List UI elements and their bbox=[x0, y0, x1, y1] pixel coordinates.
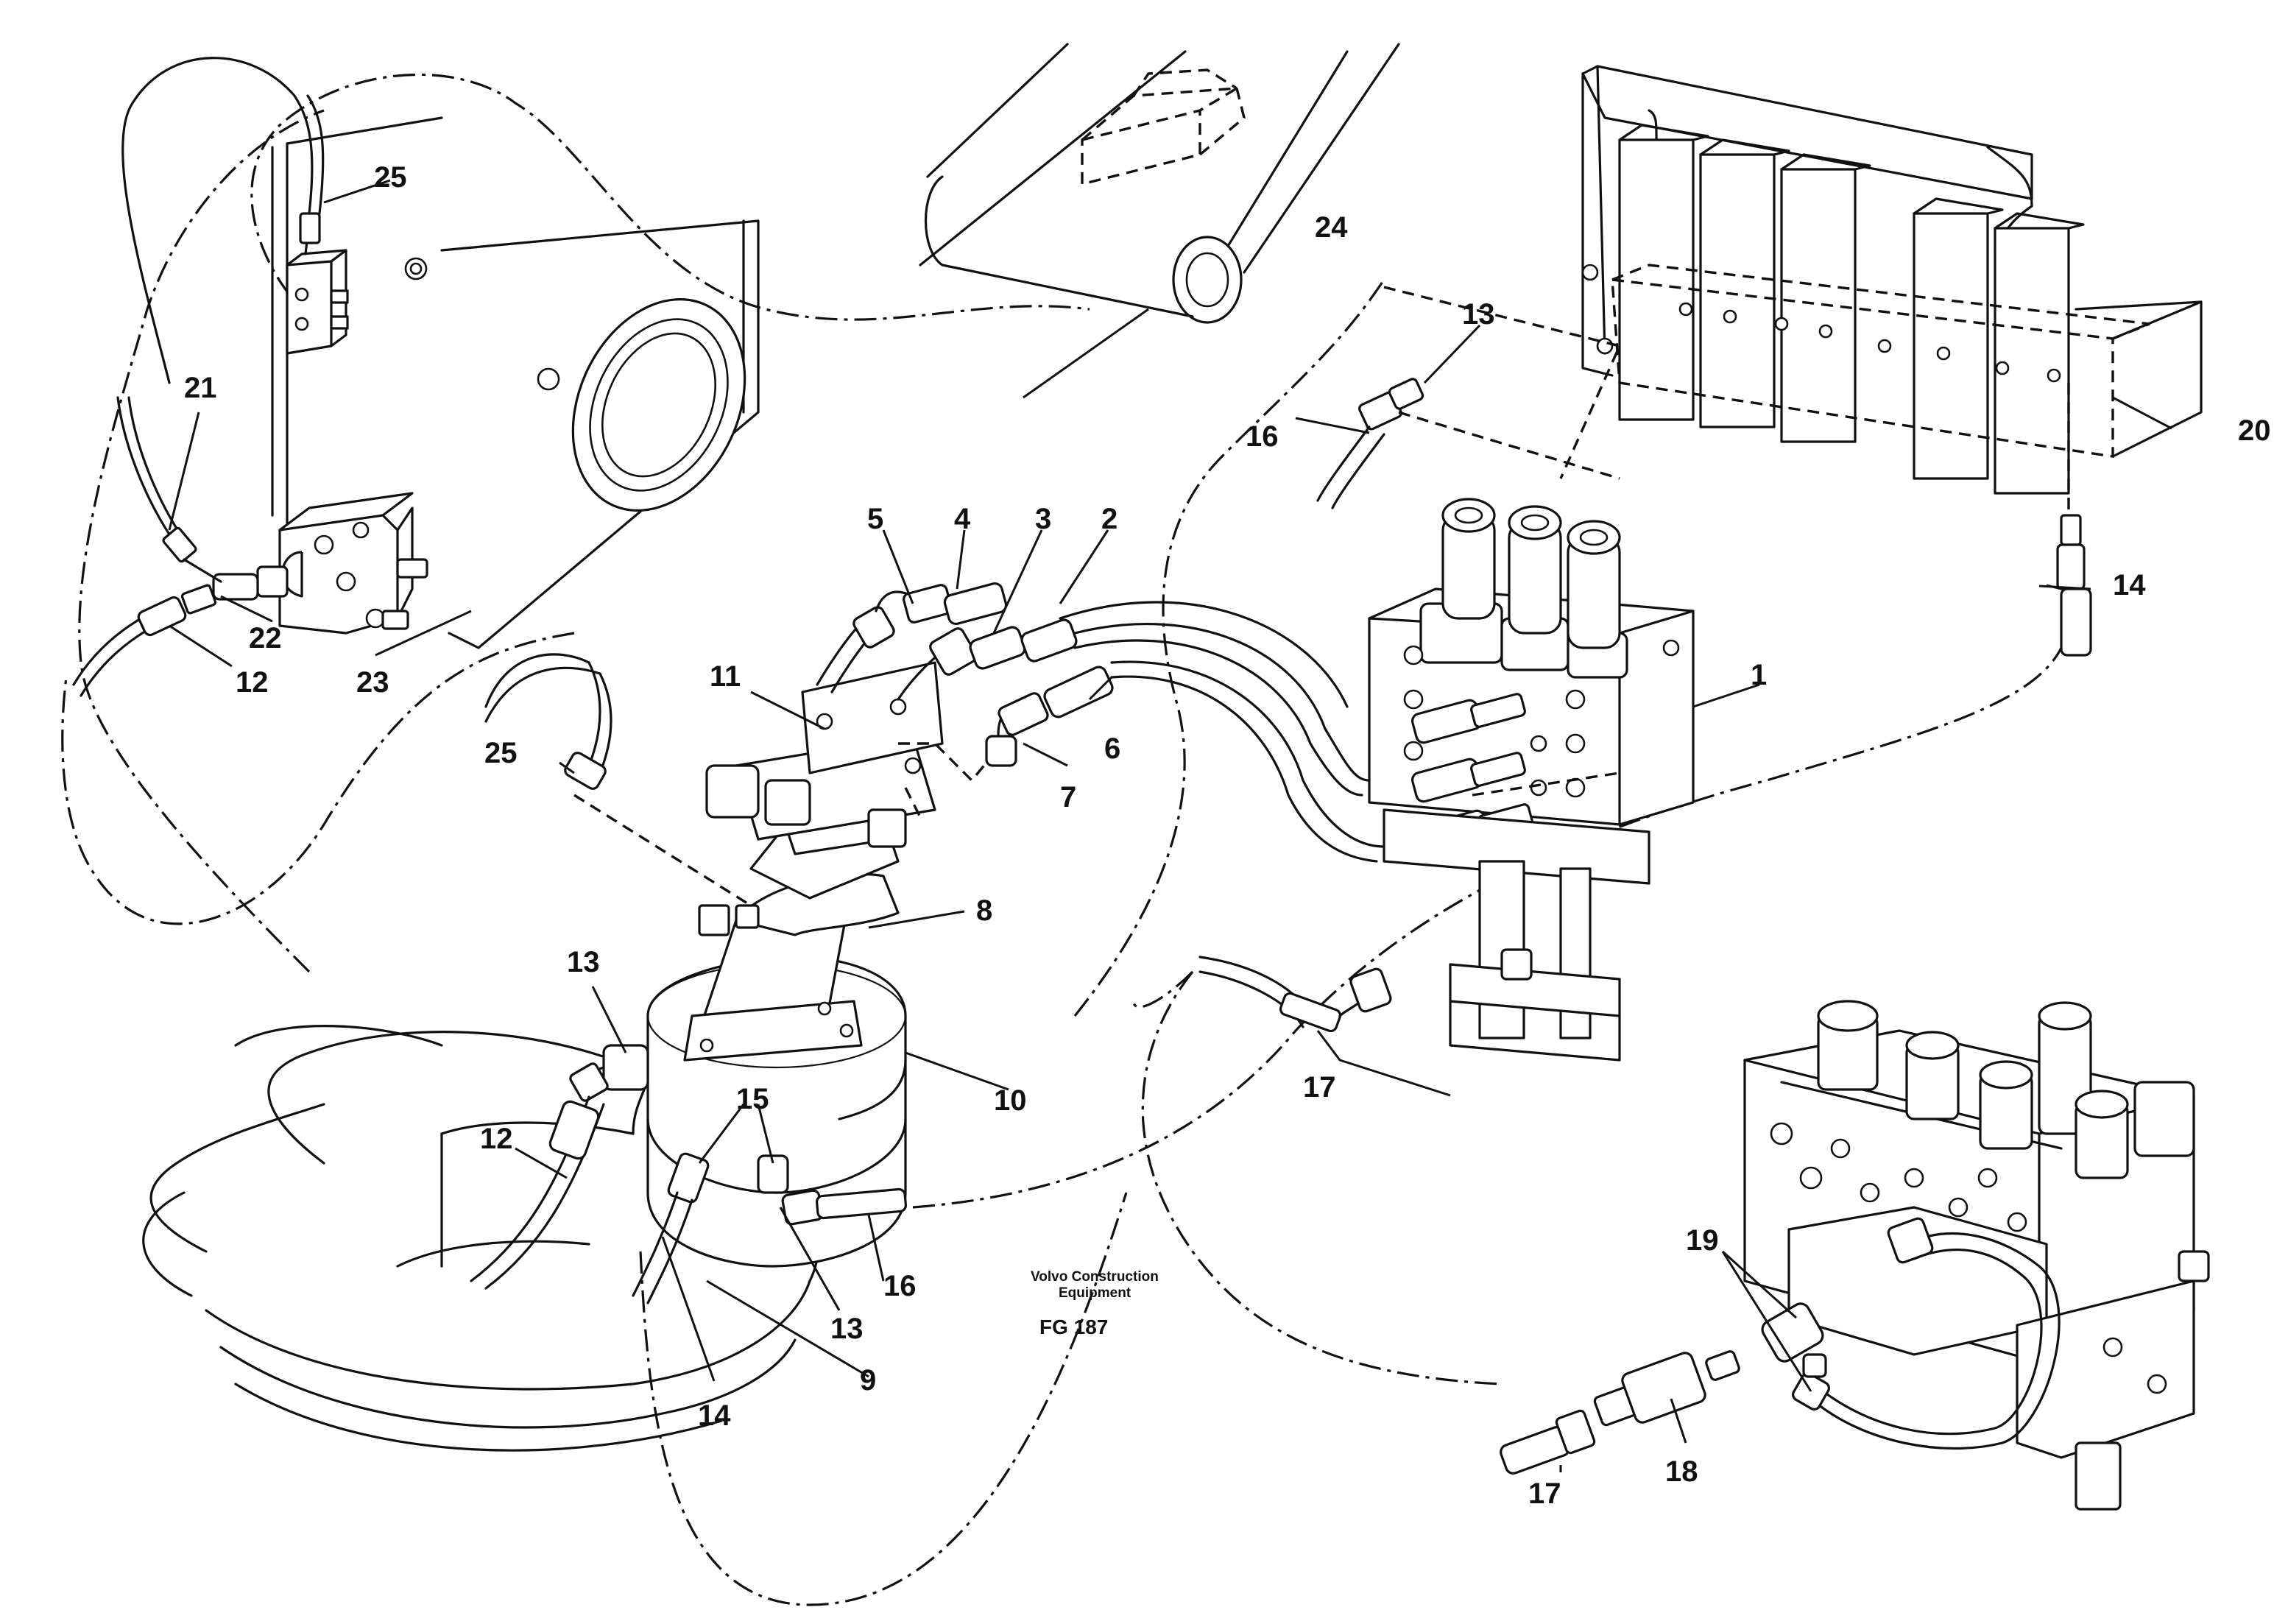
callout-9: 9 bbox=[860, 1364, 876, 1397]
callout-14-right: 14 bbox=[2113, 569, 2146, 601]
motor-fittings bbox=[816, 582, 1385, 863]
callout-4: 4 bbox=[954, 503, 971, 535]
callout-18: 18 bbox=[1665, 1455, 1698, 1488]
callout-16-top: 16 bbox=[1246, 420, 1279, 453]
callout-15: 15 bbox=[736, 1083, 769, 1115]
callout-13-bottom: 13 bbox=[830, 1313, 864, 1345]
callout-5: 5 bbox=[867, 503, 883, 535]
callout-13-top: 13 bbox=[1462, 298, 1495, 331]
callout-10: 10 bbox=[994, 1084, 1027, 1117]
valve-bank-frame bbox=[1581, 65, 2203, 515]
hose-17-center bbox=[1198, 956, 1392, 1033]
callout-14-bottom: 14 bbox=[698, 1399, 731, 1432]
credit-equipment: Equipment bbox=[1059, 1285, 1131, 1301]
fittings-17-18-19 bbox=[1500, 1302, 1827, 1475]
callout-8: 8 bbox=[976, 894, 992, 927]
callout-17-center: 17 bbox=[1303, 1071, 1336, 1104]
callout-13-left: 13 bbox=[567, 946, 600, 978]
callout-21: 21 bbox=[184, 372, 217, 404]
figure-number: FG 187 bbox=[1039, 1316, 1108, 1338]
callout-23: 23 bbox=[356, 666, 389, 699]
callout-2: 2 bbox=[1101, 503, 1117, 535]
leader-lines bbox=[168, 179, 2172, 1472]
callout-25-top: 25 bbox=[374, 161, 407, 194]
callout-22: 22 bbox=[249, 622, 282, 654]
hose-16-upper bbox=[1316, 378, 1620, 509]
credit-company: Volvo Construction bbox=[1031, 1269, 1159, 1285]
callout-19: 19 bbox=[1686, 1224, 1719, 1257]
callout-12-lower: 12 bbox=[480, 1123, 513, 1155]
fitting-14-right bbox=[2056, 514, 2092, 657]
callout-3: 3 bbox=[1035, 503, 1051, 535]
boom-assembly bbox=[919, 43, 1400, 324]
swing-motor bbox=[573, 661, 1010, 1062]
callout-labels: 1 2 3 4 5 6 7 8 9 10 11 12 12 13 13 13 1… bbox=[184, 161, 2271, 1510]
callout-12-upper: 12 bbox=[236, 666, 269, 699]
callout-6: 6 bbox=[1104, 732, 1120, 765]
hydraulic-tank-housing bbox=[72, 57, 760, 697]
base-fittings bbox=[470, 653, 908, 1305]
pilot-control-valve bbox=[1368, 286, 1695, 1062]
callout-17-bottom: 17 bbox=[1528, 1478, 1561, 1510]
figure-credit: Volvo Construction Equipment FG 187 bbox=[1031, 1269, 1159, 1338]
callout-20: 20 bbox=[2238, 414, 2271, 447]
callout-1: 1 bbox=[1751, 659, 1767, 691]
callout-7: 7 bbox=[1060, 781, 1076, 813]
callout-24: 24 bbox=[1315, 211, 1348, 244]
outer-hose-loops bbox=[61, 73, 2063, 1606]
callout-11: 11 bbox=[710, 660, 741, 693]
main-control-valve bbox=[1743, 1000, 2210, 1511]
callout-25-mid: 25 bbox=[484, 737, 518, 769]
callout-16-bottom: 16 bbox=[883, 1270, 917, 1302]
